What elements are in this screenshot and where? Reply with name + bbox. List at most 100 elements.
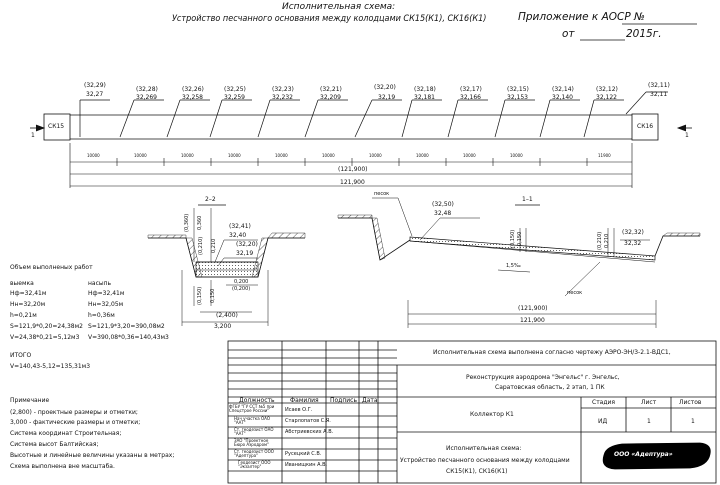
note-line: (2,800) - проектные размеры и отметки;	[10, 409, 138, 416]
s11-dim-0150-design: (0,150)	[510, 229, 516, 248]
tb-person: Старлопатов С.Я.	[285, 418, 331, 424]
section-mark-left: 1	[31, 132, 35, 139]
s11-dim-0210-actual: 0,210	[604, 233, 610, 248]
mark-3241-design: (32,41)	[229, 223, 251, 230]
mark-design: (32,28)	[136, 86, 158, 93]
volumes-fill-head: насыпь	[88, 280, 112, 287]
tb-person: Исаев О.Г.	[285, 407, 313, 413]
cut-line: S=121,9*0,20=24,38м2	[10, 323, 83, 330]
header-title: Устройство песчанного основания между ко…	[172, 14, 487, 24]
segment-length: 10000	[369, 153, 382, 158]
fill-line: S=121,9*3,20=390,08м2	[88, 323, 165, 330]
mark-actual: 32,140	[552, 94, 573, 101]
right-mark-design: (32,32)	[622, 229, 644, 236]
segment-length: 10000	[275, 153, 288, 158]
section-1-1-label: 1–1	[522, 196, 533, 203]
dim-0360-design: (0,360)	[184, 213, 190, 232]
sand-label-top: песок	[374, 191, 390, 197]
mark-design: (32,17)	[460, 86, 482, 93]
tb-sheets: 1	[691, 418, 695, 425]
tb-project-line2: Саратовская область, 2 этап, 1 ПК	[495, 384, 605, 391]
dim-0200-actual: 0,200	[234, 279, 249, 285]
note-line: Система координат Строительная;	[10, 430, 122, 437]
s11-dim-0150-actual: 0,150	[517, 231, 523, 246]
mark-actual: 32,181	[414, 94, 435, 101]
width-3200: 3,200	[214, 323, 232, 330]
note-line: Схема выполнена вне масштаба.	[10, 463, 115, 470]
tb-person: Русецкий С.В.	[285, 451, 322, 457]
header-line1: Исполнительная схема:	[282, 2, 396, 12]
section-mark-right: 1	[685, 132, 689, 139]
tb-role: Ст. геодезист ООО "Адептура"	[234, 449, 274, 459]
width-2400: (2,400)	[216, 312, 238, 319]
mark-3219-actual: 32,19	[236, 250, 254, 257]
well-right-label: СК16	[637, 123, 654, 130]
company-stamp	[602, 442, 711, 470]
tb-sheet: 1	[647, 418, 651, 425]
mark-actual: 32,258	[182, 94, 203, 101]
tb-role: ЗАО "Проектное Бюро Аэродром"	[234, 438, 269, 448]
mark-design: (32,20)	[374, 84, 396, 91]
date-suffix: 2015г.	[626, 28, 662, 40]
volumes-total-head: ИТОГО	[10, 352, 32, 359]
fill-line: h=0,36м	[88, 312, 115, 319]
cut-line: Нн=32,20м	[10, 301, 46, 308]
segment-length: 10000	[463, 153, 476, 158]
date-prefix: от	[562, 28, 575, 40]
left-mark-design: (32,50)	[432, 201, 454, 208]
section-1-1	[337, 197, 701, 328]
dim-0210-design: (0,210)	[198, 236, 204, 255]
mark-design: (32,18)	[414, 86, 436, 93]
mark-design: (32,29)	[84, 82, 106, 89]
fill-line: Нф=32,41м	[88, 290, 125, 297]
tb-role: Ст. геодезист ОАО "ААТ"	[234, 427, 274, 437]
well-left-label: СК15	[48, 123, 65, 130]
mark-design: (32,25)	[224, 86, 246, 93]
tb-sheets-head: Листов	[679, 399, 702, 406]
appendix-label: Приложение к АОСР №	[518, 11, 645, 23]
tb-reference: Исполнительная схема выполнена согласно …	[433, 349, 671, 356]
mark-3220-design: (32,20)	[236, 241, 258, 248]
tb-name-head: Фамилия	[290, 397, 319, 404]
plan-view	[30, 91, 692, 188]
tb-person: Абстриевских А.В.	[285, 429, 334, 435]
dim-0150-actual: 0,150	[210, 288, 216, 303]
mark-actual: 32,232	[272, 94, 293, 101]
mark-actual: 32,27	[86, 91, 104, 98]
tb-collector: Коллектор К1	[470, 411, 514, 418]
mark-actual: 32,269	[136, 94, 157, 101]
tb-role: Нач участка ОАО "ААТ"	[234, 416, 270, 426]
mark-design: (32,11)	[648, 82, 670, 89]
mark-3240-actual: 32,40	[229, 232, 247, 239]
mark-actual: 32,11	[650, 91, 668, 98]
mark-actual: 32,19	[378, 94, 396, 101]
volumes-total: V=140,43-5,12=135,31м3	[10, 363, 91, 370]
mark-actual: 32,122	[596, 94, 617, 101]
note-line: Система высот Балтийская;	[10, 441, 99, 448]
segment-length: 10000	[181, 153, 194, 158]
s11-total-actual: 121,900	[520, 317, 545, 324]
cut-line: Нф=32,41м	[10, 290, 47, 297]
dim-0360-actual: 0,360	[197, 215, 203, 230]
well-sk16-box	[631, 113, 659, 141]
tb-role: Геодезист ООО "Экзалтер"	[238, 460, 271, 470]
cut-line: h=0,21м	[10, 312, 37, 319]
stamp-text: ООО «Адептура»	[614, 451, 673, 458]
mark-design: (32,14)	[552, 86, 574, 93]
segment-length: 10000	[416, 153, 429, 158]
right-mark-actual: 32,32	[624, 240, 642, 247]
sand-label-bottom: песок	[567, 290, 583, 296]
mark-actual: 32,209	[320, 94, 341, 101]
leader-lines	[79, 91, 668, 138]
mark-actual: 32,166	[460, 94, 481, 101]
segment-length: 11900	[598, 153, 611, 158]
left-mark-actual: 32,48	[434, 210, 452, 217]
well-sk15-box	[43, 113, 71, 141]
mark-actual: 32,259	[224, 94, 245, 101]
tb-desc-line2: Устройство песчанного основания между ко…	[400, 457, 570, 464]
mark-design: (32,26)	[182, 86, 204, 93]
total-design-length: (121,900)	[338, 166, 368, 173]
tb-sheet-head: Лист	[641, 399, 657, 406]
cut-line: V=24,38*0,21=5,12м3	[10, 334, 80, 341]
